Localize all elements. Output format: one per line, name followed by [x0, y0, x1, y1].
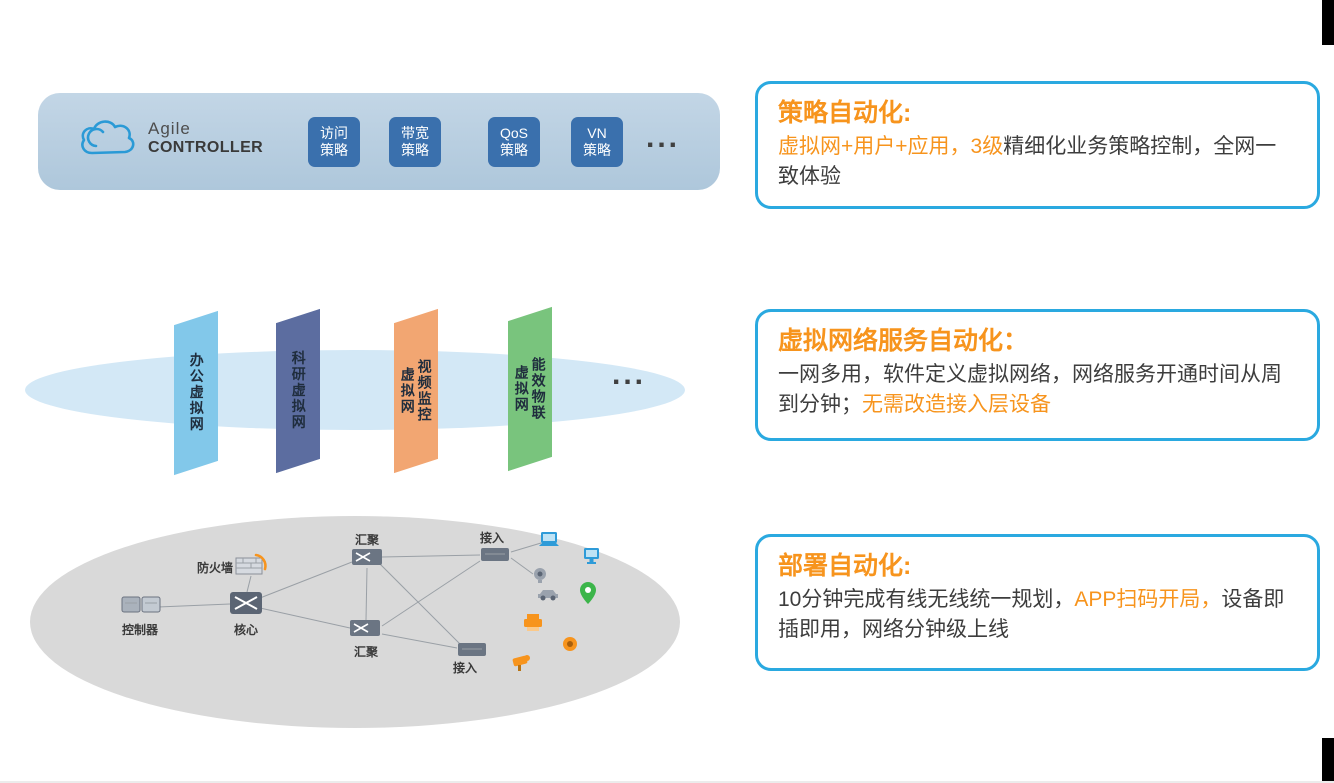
vn-panel-video-surveillance: 视频监控 虚拟网: [394, 308, 438, 474]
virtual-network-ellipse: [25, 350, 685, 430]
brand-controller: CONTROLLER: [148, 138, 264, 156]
vn-panel-energy-iot: 能效物联 虚拟网: [508, 306, 552, 472]
controller-label: 控制器: [122, 622, 159, 637]
more-policies-ellipsis: ...: [646, 121, 681, 154]
agile-controller-logo: Agile CONTROLLER: [78, 117, 263, 159]
callout-text-segment: 一网多用，软件定义虚拟网络，网络服务开通时间从周到分钟；: [778, 363, 1282, 417]
vn-panel-label: 能效物联 虚拟网: [513, 357, 547, 421]
vn-label-line: 办公虚拟网: [188, 353, 205, 434]
access-bottom-switch-icon: [458, 643, 486, 656]
callout-text-segment: 无需改造接入层设备: [862, 393, 1051, 417]
policy-chip-line2: 策略: [401, 142, 429, 158]
vn-label-line: 虚拟网: [400, 367, 416, 415]
vehicle-icon: [538, 590, 558, 601]
callout-deployment-body: 10分钟完成有线无线统一规划，APP扫码开局，设备即插即用，网络分钟级上线: [778, 585, 1297, 645]
location-pin-icon: [580, 582, 596, 604]
brand-text: Agile CONTROLLER: [148, 119, 263, 157]
agg-top-switch-icon: [352, 549, 382, 565]
laptop-icon: [539, 532, 559, 546]
vn-panel-research: 科研虚拟网: [276, 308, 320, 474]
callout-text-segment: 10分钟完成有线无线统一规划，: [778, 588, 1075, 612]
policy-chip-bandwidth: 带宽 策略: [389, 117, 441, 167]
callout-text-segment: 设备即插即用，网络分钟级上线: [778, 588, 1285, 642]
callout-deployment-automation: 部署自动化: 10分钟完成有线无线统一规划，APP扫码开局，设备即插即用，网络分…: [755, 534, 1320, 671]
policy-chip-qos: QoS 策略: [488, 117, 540, 167]
agile-cloud-logo-icon: [81, 120, 135, 155]
core-label: 核心: [234, 622, 258, 637]
vn-label-line: 视频监控: [416, 359, 433, 423]
policy-chip-vn: VN 策略: [571, 117, 623, 167]
policy-chip-line2: 策略: [320, 142, 348, 158]
callout-policy-automation: 策略自动化: 虚拟网+用户+应用，3级精细化业务策略控制，全网一致体验: [755, 81, 1320, 209]
access-top-switch-icon: [481, 548, 509, 561]
callout-text-segment: 精细化业务策略控制，全网一致体验: [778, 135, 1277, 189]
vn-panel-office: 办公虚拟网: [174, 310, 218, 476]
agg-bottom-switch-icon: [350, 620, 380, 636]
callout-text-segment: 虚拟网+用户+应用，3级: [778, 135, 1004, 159]
access-bottom-label: 接入: [453, 660, 477, 675]
callout-text-segment: APP扫码开局，: [1074, 588, 1222, 612]
vn-panel-label: 视频监控 虚拟网: [399, 359, 433, 423]
policy-chip-line2: 策略: [583, 142, 611, 158]
brand-agile: Agile: [148, 119, 191, 139]
vn-label-line: 虚拟网: [514, 365, 530, 413]
core-switch-icon: [230, 592, 262, 614]
callout-vn-service-automation: 虚拟网络服务自动化： 一网多用，软件定义虚拟网络，网络服务开通时间从周到分钟；无…: [755, 309, 1320, 441]
policy-chip-access: 访问 策略: [308, 117, 360, 167]
network-links: [157, 542, 542, 649]
agg-top-label: 汇聚: [355, 533, 380, 547]
screen-edge-artifact-top: [1322, 0, 1334, 45]
bottom-hairline: [0, 781, 1334, 783]
more-vn-ellipsis: ...: [612, 358, 647, 391]
vn-panel-label: 办公虚拟网: [188, 353, 205, 434]
physical-network-diagram: 控制器 防火墙 核心 汇聚 汇聚 接入: [121, 530, 599, 675]
callout-vn-body: 一网多用，软件定义虚拟网络，网络服务开通时间从周到分钟；无需改造接入层设备: [778, 360, 1297, 420]
vn-panel-label: 科研虚拟网: [290, 351, 307, 432]
policy-chip-line2: 策略: [500, 142, 528, 158]
agg-bottom-label: 汇聚: [354, 645, 379, 659]
controller-icon: [121, 596, 161, 613]
webcam-icon: [534, 568, 546, 583]
policy-chip-line1: VN: [587, 124, 607, 141]
callout-vn-title: 虚拟网络服务自动化：: [778, 327, 1029, 355]
ptz-camera-icon: [512, 655, 530, 671]
vn-label-line: 科研虚拟网: [290, 351, 307, 432]
callout-policy-title: 策略自动化:: [778, 99, 912, 127]
callout-policy-body: 虚拟网+用户+应用，3级精细化业务策略控制，全网一致体验: [778, 132, 1297, 192]
firewall-icon: [235, 553, 267, 575]
printer-icon: [524, 614, 542, 631]
access-top-label: 接入: [480, 530, 504, 545]
firewall-label: 防火墙: [197, 560, 233, 575]
agile-controller-bar: Agile CONTROLLER 访问 策略 带宽 策略 QoS 策略 VN 策…: [38, 93, 720, 190]
screen-edge-artifact-bottom: [1322, 738, 1334, 783]
policy-chip-line1: 带宽: [401, 124, 429, 141]
dome-camera-icon: [563, 637, 577, 651]
policy-chip-line1: 访问: [320, 124, 348, 141]
vn-label-line: 能效物联: [530, 357, 547, 421]
policy-chip-line1: QoS: [499, 124, 528, 141]
monitor-icon: [584, 548, 599, 564]
callout-deployment-title: 部署自动化:: [778, 552, 912, 580]
